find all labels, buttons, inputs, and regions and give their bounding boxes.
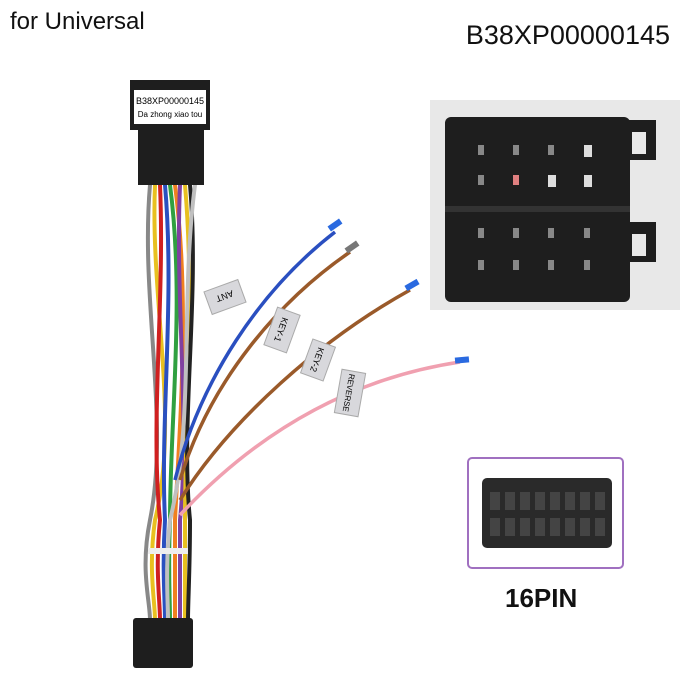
cable-tie bbox=[148, 548, 188, 554]
part-number-caption: B38XP00000145 bbox=[465, 20, 670, 50]
iso-connector-top: B38XP00000145 Da zhong xiao tou bbox=[130, 80, 210, 185]
wire-tag-ant: ANT bbox=[203, 278, 247, 316]
wire-tag-reverse: REVERSE bbox=[333, 368, 367, 418]
pin-count-caption: 16PIN bbox=[505, 583, 578, 613]
connector-label-text: Da zhong xiao tou bbox=[138, 110, 203, 119]
sixteen-pin-inset bbox=[467, 457, 624, 569]
wire-bundle bbox=[143, 183, 197, 622]
compatibility-caption: for Universal bbox=[10, 8, 145, 35]
wire-tag-key1: KEY-1 bbox=[263, 306, 301, 354]
sixteen-pin-plug bbox=[133, 618, 193, 668]
iso-face-inset bbox=[430, 100, 680, 310]
connector-label-part: B38XP00000145 bbox=[136, 96, 204, 106]
wire-tag-key2: KEY-2 bbox=[299, 338, 337, 382]
